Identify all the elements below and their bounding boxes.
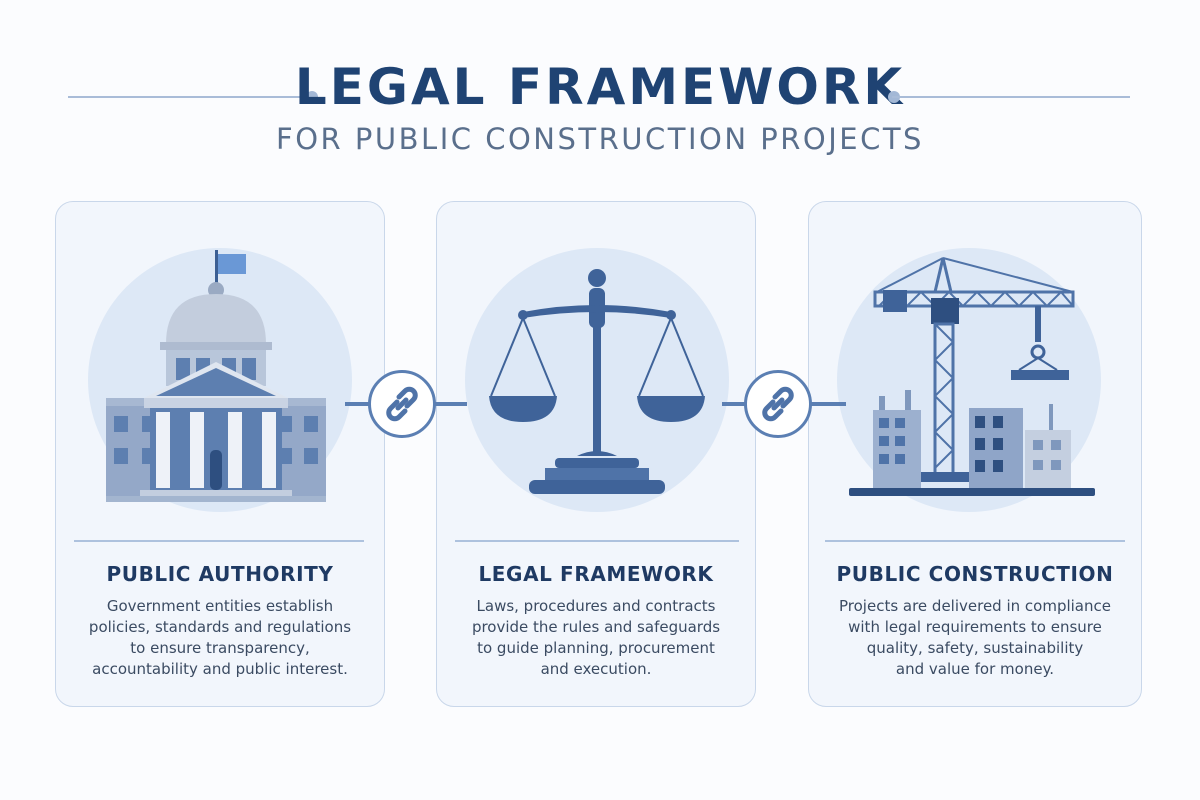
title-rule-dot-left [306, 91, 318, 103]
scales-of-justice-icon [489, 269, 705, 494]
construction-crane-icon [849, 257, 1095, 496]
page-subtitle: FOR PUBLIC CONSTRUCTION PROJECTS [276, 122, 924, 156]
page-title: LEGAL FRAMEWORK [294, 58, 906, 116]
card-public-construction: PUBLIC CONSTRUCTION Projects are deliver… [808, 201, 1142, 707]
card-text-line: to ensure transparency, [130, 639, 310, 657]
card-text-line: and value for money. [895, 660, 1055, 678]
card-legal-framework: LEGAL FRAMEWORK Laws, procedures and con… [436, 201, 756, 707]
connector-line [806, 402, 846, 406]
card-divider [455, 540, 739, 542]
card-text-line: provide the rules and safeguards [471, 618, 721, 636]
card-title: LEGAL FRAMEWORK [478, 562, 714, 586]
card-text-line: to guide planning, procurement [477, 639, 715, 657]
connector-authority-framework [368, 370, 436, 438]
government-building-icon [106, 250, 326, 502]
card-text-line: policies, standards and regulations [88, 618, 352, 636]
card-text-line: with legal requirements to ensure [848, 618, 1102, 636]
connector-framework-construction [744, 370, 812, 438]
card-text-line: and execution. [540, 660, 652, 678]
card-text-line: Projects are delivered in compliance [839, 597, 1111, 615]
chain-link-icon [386, 386, 418, 422]
card-title: PUBLIC CONSTRUCTION [836, 562, 1114, 586]
connector-line [345, 402, 375, 406]
card-text-line: Laws, procedures and contracts [476, 597, 716, 615]
card-description: Government entities establish policies, … [74, 596, 366, 680]
card-text-line: Government entities establish [106, 597, 334, 615]
card-title: PUBLIC AUTHORITY [106, 562, 334, 586]
card-text-line: accountability and public interest. [92, 660, 348, 678]
header: LEGAL FRAMEWORK FOR PUBLIC CONSTRUCTION … [0, 0, 1200, 170]
card-description: Projects are delivered in compliance wit… [827, 596, 1123, 680]
title-rule-right [892, 96, 1130, 98]
card-text-line: quality, safety, sustainability [866, 639, 1084, 657]
card-description: Laws, procedures and contracts provide t… [455, 596, 737, 680]
title-rule-left [68, 96, 308, 98]
card-divider [825, 540, 1125, 542]
card-divider [74, 540, 364, 542]
chain-link-icon [762, 386, 794, 422]
connector-line [431, 402, 467, 406]
card-public-authority: PUBLIC AUTHORITY Government entities est… [55, 201, 385, 707]
connector-line [722, 402, 752, 406]
